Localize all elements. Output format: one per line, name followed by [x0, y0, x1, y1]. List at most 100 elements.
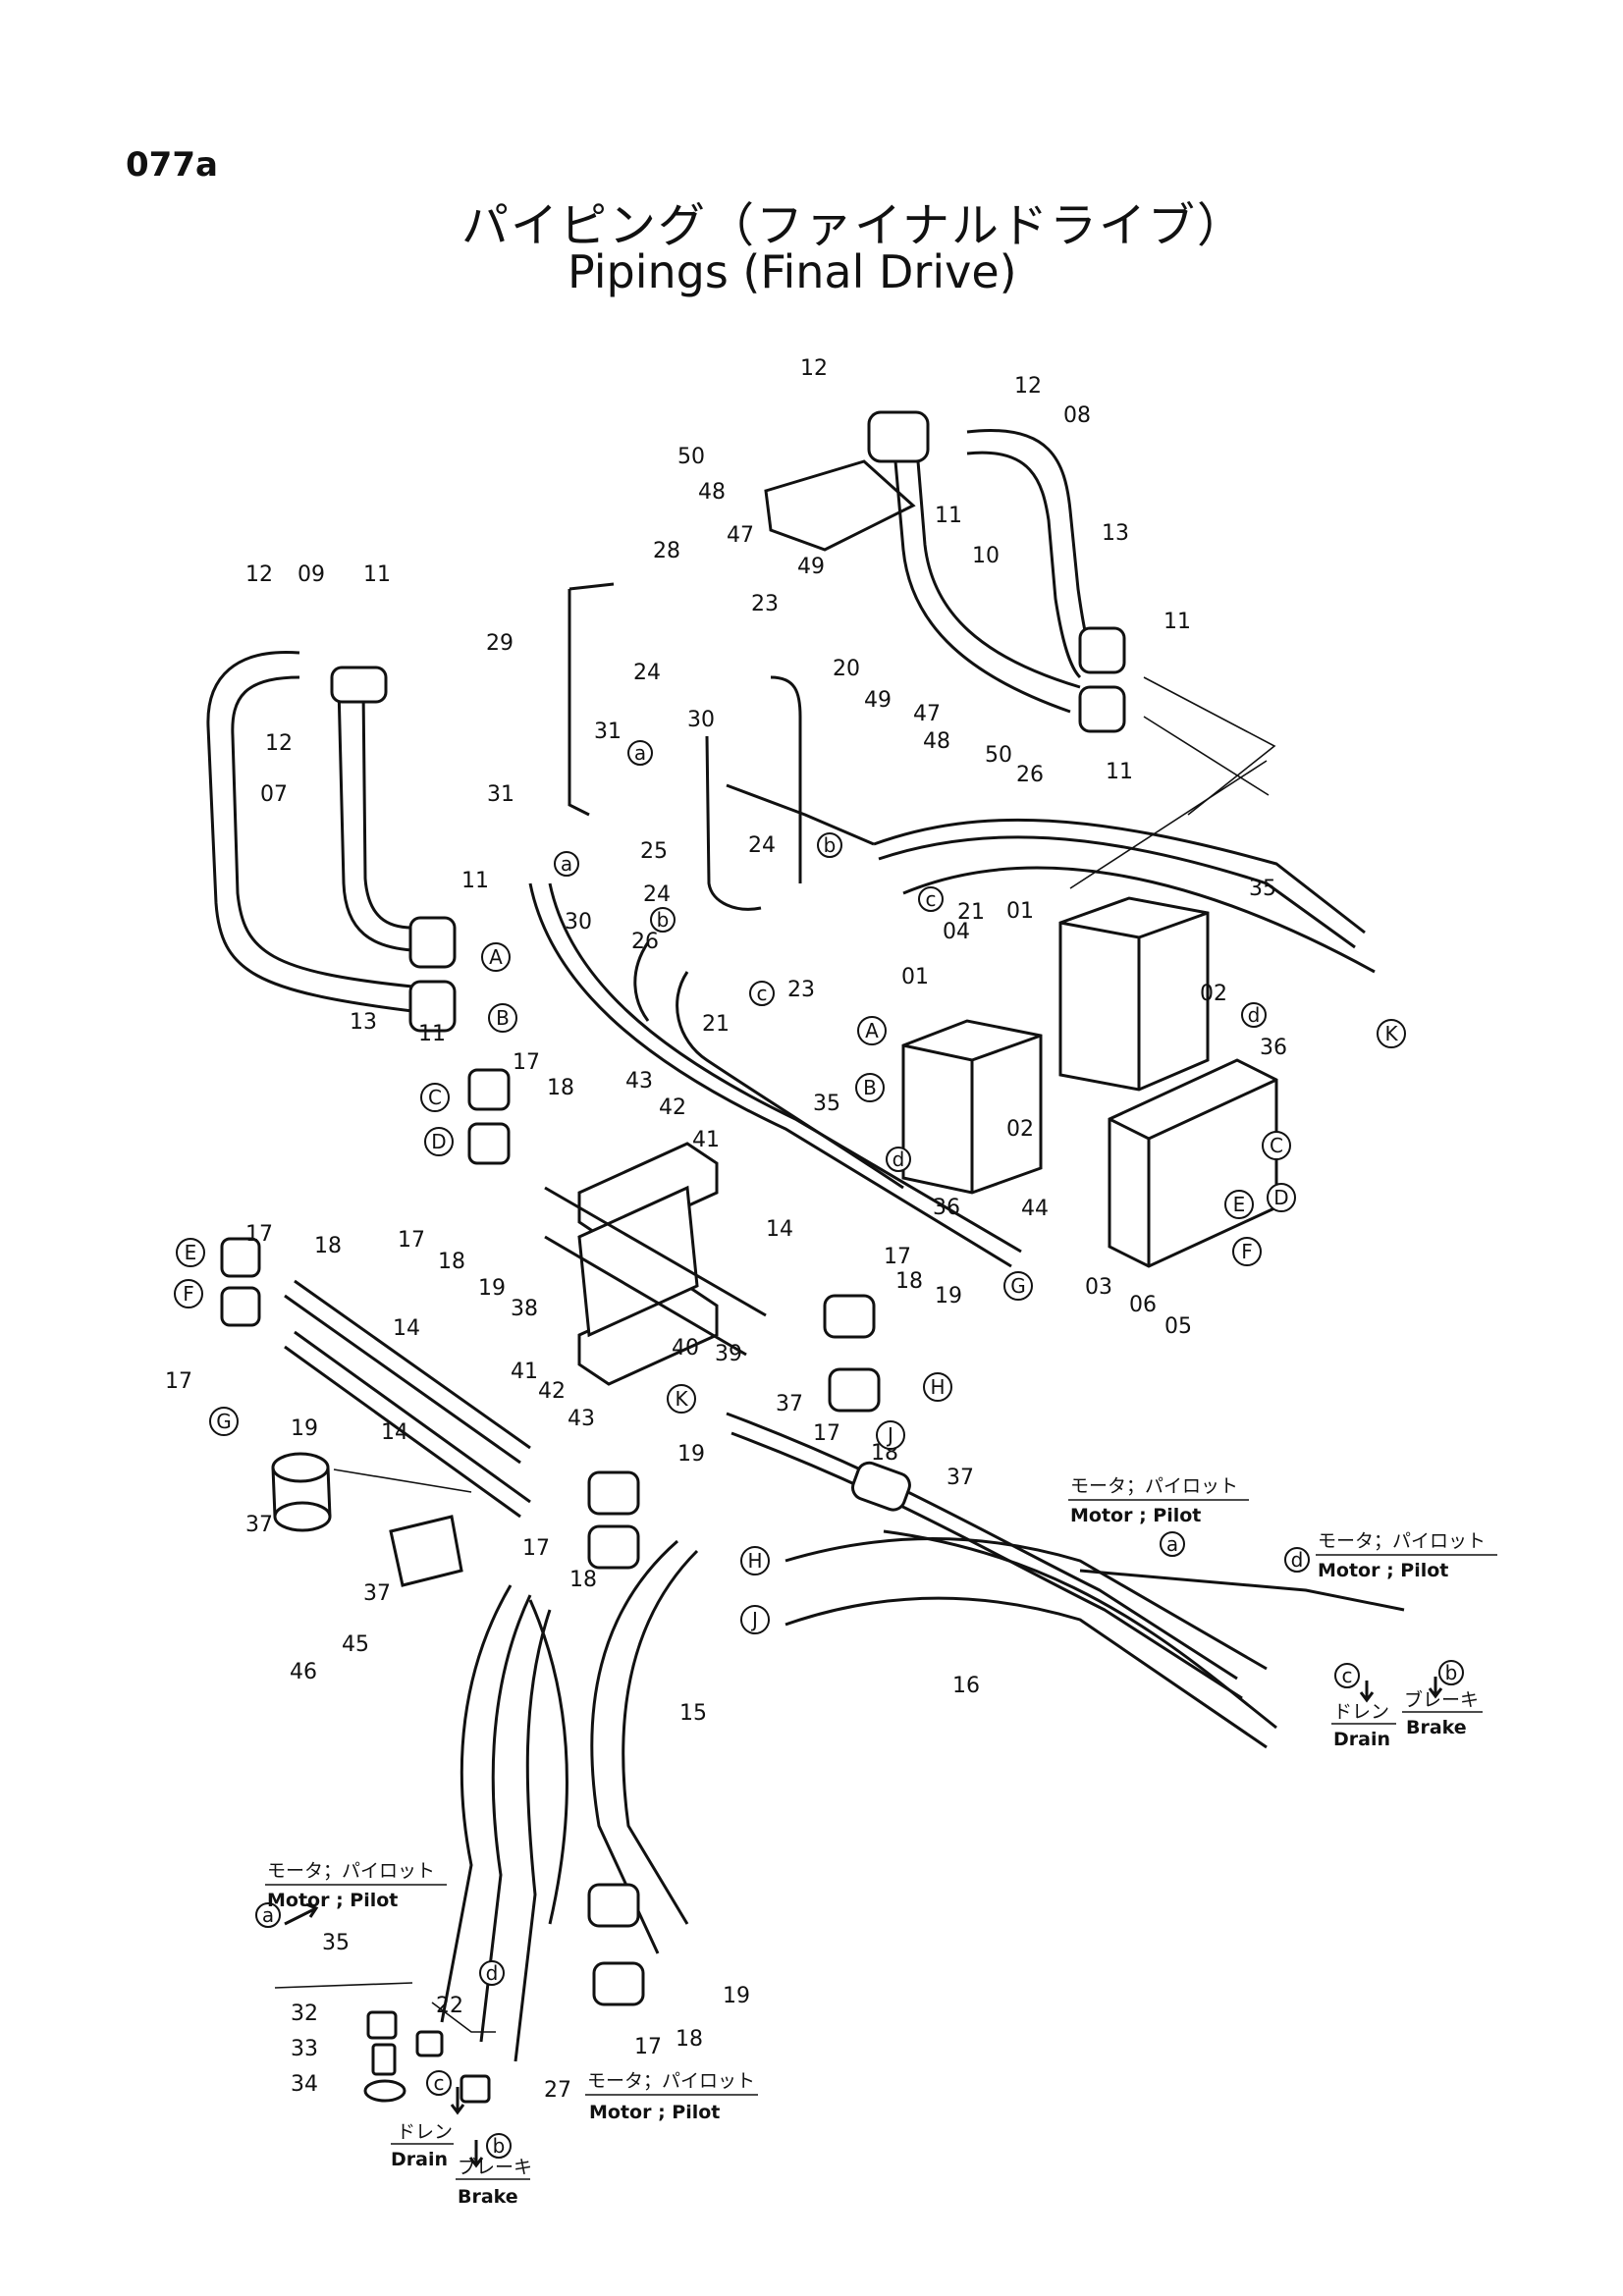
part-number-10: 10 [972, 544, 1000, 568]
title-japanese: パイピング（ファイナルドライブ） [461, 198, 1247, 253]
part-number-11: 11 [1163, 610, 1191, 634]
part-number-21: 21 [702, 1012, 730, 1037]
note-text: ブレーキ [1404, 1688, 1479, 1711]
part-number-38: 38 [511, 1297, 538, 1321]
part-number-03: 03 [1085, 1275, 1112, 1300]
port-marker-label: G [1010, 1274, 1026, 1298]
part-number-37: 37 [245, 1513, 273, 1537]
part-number-11: 11 [363, 562, 391, 587]
port-marker-a: A [481, 942, 511, 972]
part-number-12: 12 [245, 562, 273, 587]
part-number-48: 48 [923, 729, 950, 754]
port-marker-e: E [176, 1238, 205, 1267]
part-number-24: 24 [748, 833, 776, 858]
part-number-14: 14 [766, 1217, 793, 1242]
part-number-42: 42 [659, 1095, 686, 1120]
port-marker-a: A [857, 1016, 887, 1045]
note-text: Brake [1406, 1717, 1467, 1738]
part-number-18: 18 [895, 1269, 923, 1294]
port-marker-f: F [1232, 1237, 1262, 1266]
port-marker-label: D [431, 1130, 446, 1153]
parts-drawing [206, 410, 1405, 2104]
note-text: Motor ; Pilot [1070, 1505, 1201, 1526]
part-number-32: 32 [291, 2002, 318, 2026]
part-number-19: 19 [677, 1442, 705, 1467]
ref-marker-label: d [893, 1148, 905, 1171]
part-number-30: 30 [565, 910, 592, 934]
part-number-18: 18 [438, 1250, 465, 1274]
ref-marker-a: a [554, 851, 579, 877]
note-motor-pilot-left: モータ；パイロット Motor ; Pilot [265, 1860, 447, 1911]
note-text: モータ；パイロット [1318, 1530, 1486, 1552]
part-number-47: 47 [727, 523, 754, 548]
note-text: Motor ; Pilot [589, 2102, 720, 2123]
port-marker-label: A [489, 945, 503, 969]
part-number-17: 17 [245, 1222, 273, 1247]
port-marker-d: D [1267, 1183, 1296, 1212]
part-number-16: 16 [952, 1674, 980, 1698]
part-number-18: 18 [676, 2027, 703, 2052]
port-marker-b: B [855, 1073, 885, 1102]
part-number-06: 06 [1129, 1293, 1157, 1317]
part-number-14: 14 [381, 1420, 408, 1445]
part-number-35: 35 [1249, 877, 1276, 901]
part-number-01: 01 [901, 965, 929, 989]
part-number-18: 18 [314, 1234, 342, 1258]
part-number-41: 41 [511, 1360, 538, 1384]
part-number-36: 36 [1260, 1036, 1287, 1060]
part-number-21: 21 [957, 900, 985, 925]
ref-marker-c: c [426, 2070, 452, 2096]
part-number-15: 15 [679, 1701, 707, 1726]
ref-marker-label: b [493, 2134, 506, 2158]
port-marker-f: F [174, 1279, 203, 1308]
ref-marker-b: b [650, 907, 676, 933]
part-number-26: 26 [1016, 763, 1044, 787]
note-motor-pilot-right: モータ；パイロット Motor ; Pilot [1316, 1530, 1497, 1581]
port-marker-label: B [496, 1006, 510, 1030]
port-marker-label: C [1270, 1134, 1283, 1157]
part-number-02: 02 [1200, 982, 1227, 1006]
ref-marker-label: a [1166, 1532, 1178, 1556]
part-number-11: 11 [1106, 760, 1133, 784]
part-number-49: 49 [864, 688, 892, 713]
port-marker-label: F [1241, 1240, 1253, 1263]
part-number-09: 09 [298, 562, 325, 587]
ref-marker-a: a [255, 1902, 281, 1928]
part-number-17: 17 [884, 1245, 911, 1269]
port-marker-label: H [930, 1375, 945, 1399]
part-number-41: 41 [692, 1128, 720, 1152]
ref-marker-a: a [1160, 1531, 1185, 1557]
port-marker-j: J [740, 1605, 770, 1634]
port-marker-label: J [886, 1423, 893, 1447]
part-number-44: 44 [1021, 1197, 1049, 1221]
part-number-42: 42 [538, 1379, 566, 1404]
part-number-08: 08 [1063, 403, 1091, 428]
part-number-17: 17 [813, 1421, 840, 1446]
part-number-19: 19 [723, 1984, 750, 2008]
ref-marker-label: a [262, 1903, 274, 1927]
part-number-17: 17 [513, 1050, 540, 1075]
port-marker-g: G [209, 1407, 239, 1436]
part-number-48: 48 [698, 480, 726, 505]
part-number-20: 20 [833, 657, 860, 681]
part-number-28: 28 [653, 539, 680, 563]
note-text: モータ；パイロット [1070, 1475, 1238, 1497]
part-number-31: 31 [594, 720, 622, 744]
part-number-12: 12 [1014, 374, 1042, 399]
ref-marker-d: d [1284, 1547, 1310, 1573]
part-number-11: 11 [418, 1022, 446, 1046]
port-marker-label: E [185, 1241, 197, 1264]
part-number-18: 18 [547, 1076, 574, 1100]
part-number-23: 23 [751, 592, 779, 616]
port-marker-label: D [1273, 1186, 1288, 1209]
part-number-50: 50 [985, 743, 1012, 768]
part-number-49: 49 [797, 555, 825, 579]
ref-marker-c: c [918, 886, 944, 912]
ref-marker-label: d [1248, 1003, 1261, 1027]
part-number-17: 17 [165, 1369, 192, 1394]
ref-marker-label: b [657, 908, 670, 932]
port-marker-label: K [1384, 1022, 1398, 1045]
ref-marker-d: d [886, 1147, 911, 1172]
